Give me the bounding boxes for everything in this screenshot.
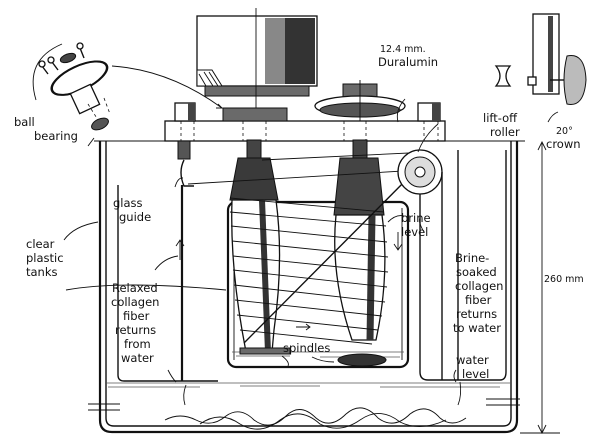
label-text: fiber (465, 293, 492, 307)
label-text: water (456, 353, 489, 367)
motor (196, 8, 318, 150)
side-chambers (117, 150, 507, 382)
label-text: guide (119, 210, 151, 224)
label-text: glass (113, 196, 143, 210)
ball-bearing-exploded (38, 42, 111, 131)
label-text: bearing (34, 129, 78, 143)
label-text: level (462, 367, 489, 381)
label-clear-plastic-tanks: clear plastic tanks (26, 237, 64, 279)
drive-gear (314, 80, 406, 125)
label-text: collagen (111, 295, 159, 309)
label-text: roller (490, 125, 520, 139)
label-text: collagen (455, 279, 503, 293)
fiber-helix (187, 151, 431, 345)
label-text: water (121, 351, 154, 365)
label-brine-level: brine level (401, 211, 431, 239)
label-text: Brine- (455, 251, 489, 265)
label-text: from (124, 337, 151, 351)
label-text: Duralumin (378, 55, 438, 69)
label-relaxed-fiber: Relaxed collagen fiber returns from wate… (111, 281, 159, 365)
label-text: returns (456, 307, 497, 321)
lift-off-roller (397, 149, 443, 380)
label-text: brine (401, 211, 431, 225)
label-text: level (401, 225, 428, 239)
label-text: 12.4 mm. (380, 44, 426, 55)
outer-tank (88, 140, 525, 434)
roller-detail (494, 13, 587, 105)
label-brine-soaked-fiber: Brine- soaked collagen fiber returns to … (453, 251, 503, 335)
label-text: returns (115, 323, 156, 337)
leader-lines (32, 43, 559, 383)
label-crown: crown (546, 137, 581, 151)
label-spindles: spindles (283, 341, 330, 355)
label-height-dimension: 260 mm (544, 274, 584, 285)
label-text: Relaxed (112, 281, 158, 295)
label-text: soaked (456, 265, 497, 279)
label-angle: 20° (556, 126, 573, 137)
glass-guide (177, 140, 194, 187)
label-duralumin: 12.4 mm. Duralumin (378, 44, 438, 69)
label-text: lift-off (483, 111, 518, 125)
fiber-pile (164, 381, 467, 430)
label-glass-guide: glass guide (113, 196, 151, 224)
label-text: ball (14, 115, 35, 129)
height-dimension (520, 140, 560, 435)
label-text: plastic (26, 251, 64, 265)
label-water-level: water level (456, 353, 489, 381)
label-lift-off-roller: lift-off roller (483, 111, 520, 139)
label-text: to water (453, 321, 501, 335)
label-text: clear (26, 237, 55, 251)
label-ball-bearing: ball bearing (14, 115, 78, 143)
label-text: fiber (123, 309, 150, 323)
label-text: tanks (26, 265, 58, 279)
duralumin-plate (164, 102, 446, 142)
spindle-left (229, 139, 291, 355)
spindle-right (333, 139, 387, 367)
